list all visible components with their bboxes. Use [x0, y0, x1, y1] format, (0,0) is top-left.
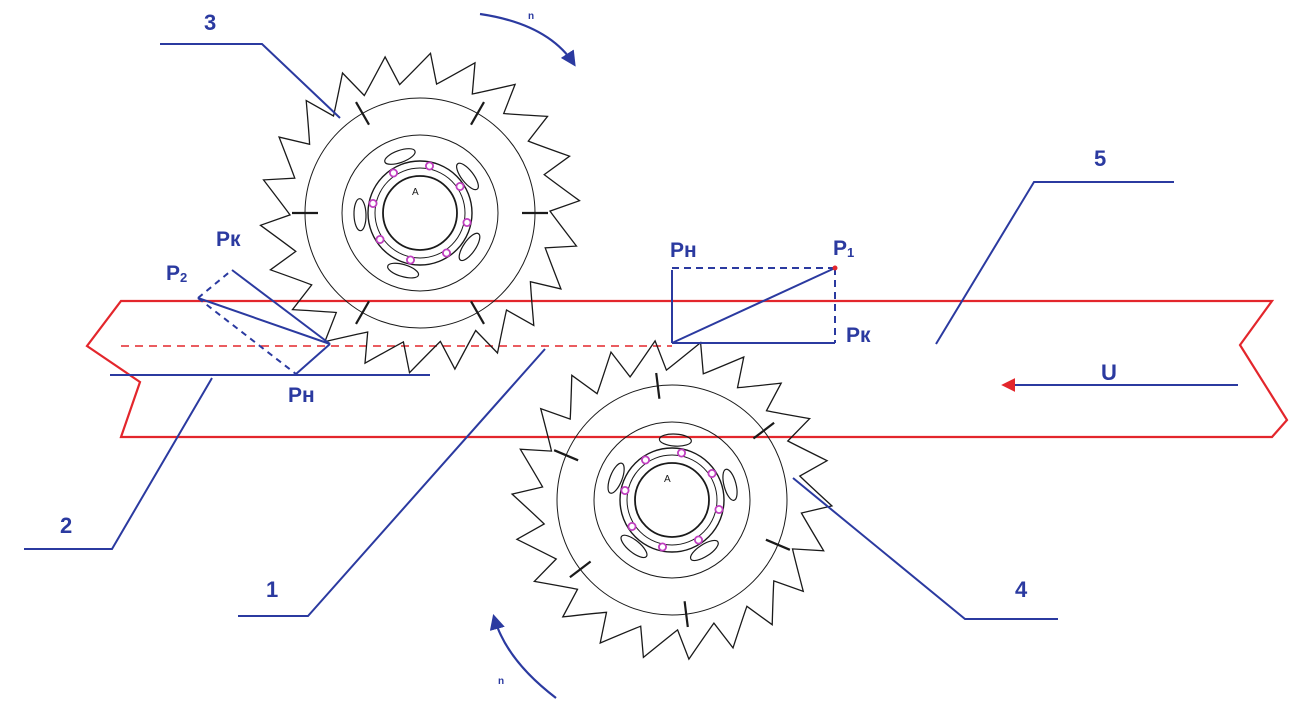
label-rotation-bottom: n — [498, 676, 504, 687]
label-ph-left: Pн — [288, 384, 315, 407]
saw-slot — [765, 538, 791, 551]
saw-bolt — [714, 504, 724, 514]
saw-tooth-profile — [510, 339, 834, 661]
saw-tooth-profile — [259, 51, 581, 375]
saw-slot — [655, 372, 661, 399]
saw-hub-mark: A — [664, 474, 671, 485]
callout-3: 3 — [204, 10, 216, 35]
force-vector-p2 — [197, 297, 331, 345]
saw-slot — [470, 300, 485, 325]
label-pk-right: Pк — [846, 324, 871, 347]
callout-4: 4 — [1015, 577, 1028, 602]
saw-bolt — [627, 522, 637, 532]
label-p2-sub: 2 — [180, 270, 187, 285]
saw-flange-inner — [626, 454, 718, 546]
saw-clearance-plate — [456, 162, 479, 191]
saw-bolt — [707, 468, 717, 478]
saw-bolt — [368, 198, 378, 208]
saw-slot — [470, 101, 485, 126]
saw-bolt — [462, 217, 472, 227]
label-p1-sub: 1 — [847, 245, 854, 260]
saw-bolt — [424, 161, 434, 171]
saw-clearance-plate — [387, 262, 420, 279]
callout-5: 5 — [1094, 146, 1106, 171]
point-p1 — [832, 265, 838, 271]
saw-bolt — [641, 455, 651, 465]
saw-bolt — [441, 248, 451, 258]
force-vector-p1 — [671, 267, 836, 344]
saw-ring-middle — [341, 134, 499, 292]
saw-bolt — [405, 255, 415, 265]
saw-flange-outer — [367, 160, 473, 266]
dashed-left-a — [197, 269, 233, 299]
rotation-arrow-top — [479, 12, 576, 67]
lower-saw-blade: A — [510, 339, 834, 661]
saw-slot — [683, 601, 689, 628]
saw-flange-inner — [374, 167, 466, 259]
label-ph-right: Pн — [670, 239, 697, 262]
saw-clearance-plate — [722, 468, 738, 501]
label-pk-left: Pк — [216, 228, 241, 251]
saw-hub-mark: A — [412, 187, 419, 198]
label-rotation-top: n — [528, 11, 534, 22]
label-p2-main: P — [166, 262, 180, 285]
saw-clearance-plate — [384, 148, 416, 165]
leader-line-3 — [160, 43, 341, 119]
label-p1: P1 — [833, 237, 854, 260]
saw-bolt — [375, 234, 385, 244]
saw-bolt — [658, 542, 668, 552]
saw-ring-middle — [593, 421, 751, 579]
label-feed-u: U — [1101, 360, 1117, 385]
callout-1: 1 — [266, 577, 278, 602]
leader-line-4 — [792, 477, 1058, 620]
saw-bolt — [620, 485, 630, 495]
saw-clearance-plate — [607, 462, 625, 494]
saw-bore — [382, 175, 458, 251]
saw-ring-outer — [304, 97, 536, 329]
saw-bore — [634, 462, 710, 538]
saw-clearance-plate — [620, 534, 648, 559]
saw-ring-outer — [556, 384, 788, 616]
saw-bolt — [677, 448, 687, 458]
force-vector-pk-left — [231, 269, 331, 345]
callout-2: 2 — [60, 513, 72, 538]
saw-bolt — [388, 168, 398, 178]
saw-slot — [355, 101, 370, 126]
saw-slot — [752, 421, 775, 440]
saw-slot — [569, 560, 592, 579]
saw-bolt — [694, 535, 704, 545]
rotation-arrow-bottom — [489, 614, 557, 699]
leader-line-2 — [24, 377, 213, 550]
label-p2: P2 — [166, 262, 187, 285]
saw-slot — [553, 449, 579, 462]
upper-saw-blade: A — [259, 51, 581, 375]
saw-slot — [355, 300, 370, 325]
dashed-left-b — [197, 297, 297, 375]
saw-bolt — [455, 181, 465, 191]
saw-clearance-plate — [458, 232, 481, 262]
saw-clearance-plate — [658, 433, 692, 447]
leader-line-1 — [238, 348, 546, 617]
saw-clearance-plate — [689, 539, 719, 562]
label-p1-main: P — [833, 237, 847, 260]
force-vector-ph-left — [295, 343, 331, 375]
leader-line-5 — [935, 181, 1174, 345]
board-outline — [85, 299, 1289, 439]
saw-clearance-plate — [353, 198, 367, 232]
saw-flange-outer — [619, 447, 725, 553]
